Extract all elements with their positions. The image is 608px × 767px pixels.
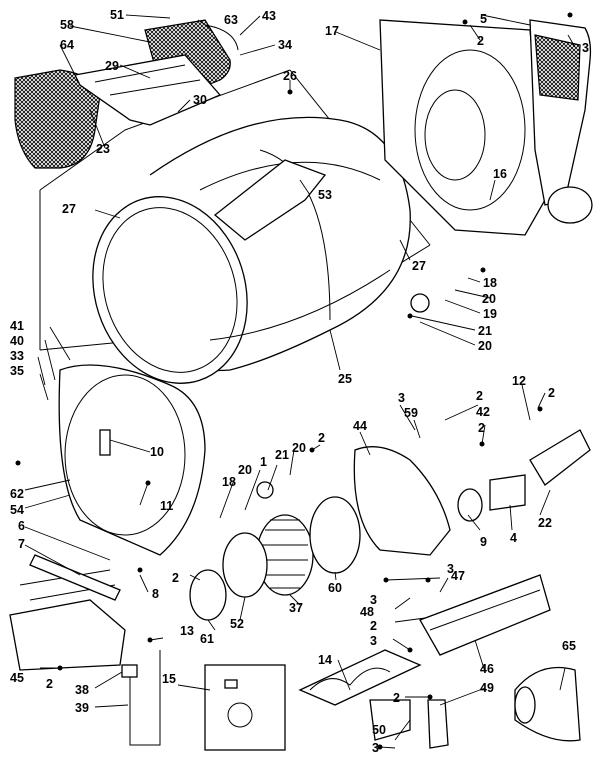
callout-35: 35 xyxy=(10,364,24,378)
callout-labels: 51 63 43 58 64 34 29 30 26 23 27 27 53 1… xyxy=(10,8,589,755)
callout-10: 10 xyxy=(150,445,164,459)
callout-1: 1 xyxy=(260,455,267,469)
callout-54: 54 xyxy=(10,503,24,517)
callout-60: 60 xyxy=(328,581,342,595)
callout-53: 53 xyxy=(318,188,332,202)
callout-22: 22 xyxy=(538,516,552,530)
callout-48: 48 xyxy=(360,605,374,619)
callout-49: 49 xyxy=(480,681,494,695)
front-bulkhead xyxy=(58,364,206,556)
callout-23: 23 xyxy=(96,142,110,156)
callout-46: 46 xyxy=(480,662,494,676)
callout-27b: 27 xyxy=(412,259,426,273)
callout-6: 6 xyxy=(18,519,25,533)
callout-43: 43 xyxy=(262,9,276,23)
callout-2h: 2 xyxy=(46,677,53,691)
callout-21b: 21 xyxy=(275,448,289,462)
callout-9: 9 xyxy=(480,535,487,549)
callout-16: 16 xyxy=(493,167,507,181)
callout-17: 17 xyxy=(325,24,339,38)
callout-61: 61 xyxy=(200,632,214,646)
callout-18a: 18 xyxy=(483,276,497,290)
elbow-duct xyxy=(514,666,581,742)
callout-2d: 2 xyxy=(478,421,485,435)
callout-3f: 3 xyxy=(372,741,379,755)
callout-3e: 3 xyxy=(370,634,377,648)
callout-51: 51 xyxy=(110,8,124,22)
exhaust-duct xyxy=(457,429,591,522)
callout-11: 11 xyxy=(160,499,173,513)
drum xyxy=(92,116,411,384)
callout-7: 7 xyxy=(18,537,25,551)
callout-25: 25 xyxy=(338,372,352,386)
callout-45: 45 xyxy=(10,671,24,685)
callout-20b: 20 xyxy=(478,339,492,353)
callout-12: 12 xyxy=(512,374,526,388)
callout-5: 5 xyxy=(480,12,487,26)
callout-3d: 3 xyxy=(370,593,377,607)
callout-3b: 3 xyxy=(398,391,405,405)
heating-element xyxy=(298,649,422,706)
callout-62: 62 xyxy=(10,487,24,501)
toe-panel xyxy=(9,569,126,671)
callout-65: 65 xyxy=(562,639,576,653)
callout-2e: 2 xyxy=(548,386,555,400)
screws xyxy=(15,12,573,750)
callout-20d: 20 xyxy=(292,441,306,455)
callout-41: 41 xyxy=(10,319,24,333)
blower-housing xyxy=(353,446,451,556)
callout-47: 47 xyxy=(451,569,465,583)
callout-2b: 2 xyxy=(318,431,325,445)
hardware-kit xyxy=(204,664,286,751)
callout-59: 59 xyxy=(404,406,418,420)
callout-64: 64 xyxy=(60,38,74,52)
callout-27a: 27 xyxy=(62,202,76,216)
callout-40: 40 xyxy=(10,334,24,348)
callout-44: 44 xyxy=(353,419,367,433)
callout-38: 38 xyxy=(75,683,89,697)
callout-42: 42 xyxy=(476,405,490,419)
callout-39: 39 xyxy=(75,701,89,715)
seals xyxy=(189,496,361,621)
callout-2g: 2 xyxy=(370,619,377,633)
callout-4: 4 xyxy=(510,531,517,545)
callout-2f: 2 xyxy=(172,571,179,585)
callout-21a: 21 xyxy=(478,324,492,338)
callout-15: 15 xyxy=(162,672,176,686)
heater-housing xyxy=(529,19,593,224)
base-duct xyxy=(419,574,551,656)
callout-63: 63 xyxy=(224,13,238,27)
callout-29: 29 xyxy=(105,59,119,73)
callout-3c: 3 xyxy=(447,562,454,576)
callout-20a: 20 xyxy=(482,292,496,306)
bracket xyxy=(369,699,449,749)
callout-2i: 2 xyxy=(393,691,400,705)
callout-30: 30 xyxy=(193,93,207,107)
callout-2a: 2 xyxy=(477,34,484,48)
callout-33: 33 xyxy=(10,349,24,363)
callout-3a: 3 xyxy=(582,41,589,55)
callout-26: 26 xyxy=(283,69,297,83)
leader-lines xyxy=(24,14,576,749)
callout-18b: 18 xyxy=(222,475,236,489)
callout-19: 19 xyxy=(483,307,497,321)
callout-37: 37 xyxy=(289,601,303,615)
callout-8: 8 xyxy=(152,587,159,601)
callout-34: 34 xyxy=(278,38,292,52)
callout-58: 58 xyxy=(60,18,74,32)
callout-20c: 20 xyxy=(238,463,252,477)
front-rail xyxy=(29,554,121,601)
callout-13: 13 xyxy=(180,624,194,638)
callout-2c: 2 xyxy=(476,389,483,403)
callout-50: 50 xyxy=(372,723,386,737)
callout-52: 52 xyxy=(230,617,244,631)
wiring-harness xyxy=(121,650,161,746)
callout-14: 14 xyxy=(318,653,332,667)
